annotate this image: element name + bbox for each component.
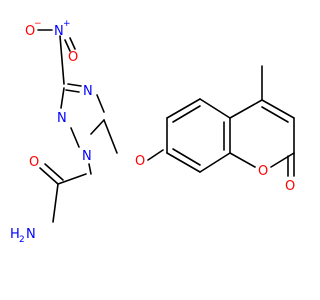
bond-c8-c7-inner xyxy=(172,148,201,166)
bond-n2-c3 xyxy=(60,87,65,109)
lactone-carbonyl-oxygen-label: O xyxy=(285,179,295,194)
ring-oxygen-label: O xyxy=(258,164,268,179)
bond-c6-c5-ar xyxy=(166,98,201,119)
bond-c6-c5-ar-inner xyxy=(172,105,201,123)
triazole-n4-label: N xyxy=(83,84,93,99)
ether-oxygen-label: O xyxy=(135,154,145,169)
nitro-nitrogen-charge: + xyxy=(63,19,71,29)
bond-nitro-n-o-double-a xyxy=(64,39,71,52)
bond-c4-c3 xyxy=(261,99,295,119)
amide-nh2-h-label: H xyxy=(10,227,20,242)
bond-c3-n4-a xyxy=(67,83,82,87)
bonds xyxy=(37,29,295,223)
bond-ether-o-c7 xyxy=(147,149,164,161)
bond-c4a-c4 xyxy=(229,99,263,119)
bond-c5-ether-o xyxy=(103,119,118,154)
triazole-n2-label: N xyxy=(57,111,67,126)
bond-c-amide-n xyxy=(52,183,59,223)
triazole-n1-label: N xyxy=(82,149,92,164)
nitro-nitrogen-label: N xyxy=(54,24,64,39)
bond-nitro-n-c3 xyxy=(59,35,65,85)
bond-c3-n4-b xyxy=(65,89,80,93)
amide-nh2-subscript: 2 xyxy=(19,235,25,245)
bond-c8a-c8 xyxy=(199,152,231,173)
nitro-oxygen-label: O xyxy=(25,24,35,39)
bond-c-amide-o-b xyxy=(44,163,64,181)
bond-c4-c3-inner xyxy=(261,106,289,123)
bond-c5-c4a xyxy=(199,98,231,119)
nitro-oxygen-charge: − xyxy=(34,19,42,29)
bond-nitro-n-o-double-b xyxy=(69,37,76,50)
atom-labels: O − N + O N N N O O O O H 2 N xyxy=(10,19,295,245)
amide-oxygen-label: O xyxy=(29,155,39,170)
nitro-double-oxygen-label: O xyxy=(68,50,78,65)
bond-c5-n1 xyxy=(90,119,105,135)
bond-c8-c7 xyxy=(166,152,201,173)
molecule-structure: O − N + O N N N O O O O H 2 N xyxy=(10,19,295,245)
bond-c2-ring-o xyxy=(270,152,295,168)
bond-ch2-c-amide xyxy=(57,173,87,185)
bond-n1-ch2 xyxy=(88,163,92,175)
bond-n1-n2 xyxy=(70,127,80,148)
amide-nh2-n-label: N xyxy=(26,227,36,242)
bond-c-amide-o-a xyxy=(39,167,59,185)
bond-ring-o-c8a xyxy=(229,152,256,168)
bond-n4-c5 xyxy=(96,94,105,113)
